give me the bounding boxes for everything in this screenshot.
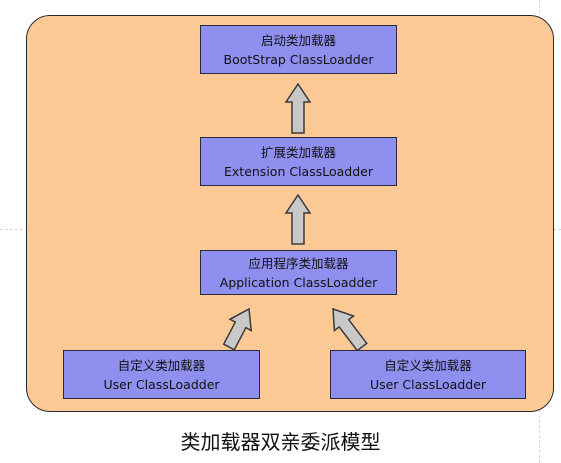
arrow-user_right-to-application (332, 307, 368, 352)
user-classloader-right-node: 自定义类加载器 User ClassLoadder (330, 350, 526, 399)
extension-classloader-title: 扩展类加载器 (260, 144, 336, 160)
application-classloader-node: 应用程序类加载器 Application ClassLoadder (200, 250, 397, 295)
bootstrap-classloader-node: 启动类加载器 BootStrap ClassLoadder (200, 25, 397, 74)
user-classloader-left-subtitle: User ClassLoadder (103, 376, 220, 392)
application-classloader-subtitle: Application ClassLoadder (219, 274, 378, 290)
arrow-user_left-to-application (222, 307, 253, 351)
arrow-application-to-extension (284, 193, 312, 245)
user-classloader-right-subtitle: User ClassLoadder (369, 376, 487, 392)
diagram-caption: 类加载器双亲委派模型 (180, 430, 381, 454)
arrow-extension-to-bootstrap (284, 82, 312, 134)
bootstrap-classloader-title: 启动类加载器 (260, 32, 336, 48)
extension-classloader-node: 扩展类加载器 Extension ClassLoadder (200, 137, 397, 186)
user-classloader-left-title: 自定义类加载器 (117, 357, 206, 373)
application-classloader-title: 应用程序类加载器 (248, 255, 349, 271)
user-classloader-right-title: 自定义类加载器 (384, 357, 472, 373)
user-classloader-left-node: 自定义类加载器 User ClassLoadder (63, 350, 260, 399)
extension-classloader-subtitle: Extension ClassLoadder (224, 163, 373, 179)
bootstrap-classloader-subtitle: BootStrap ClassLoadder (223, 51, 374, 67)
